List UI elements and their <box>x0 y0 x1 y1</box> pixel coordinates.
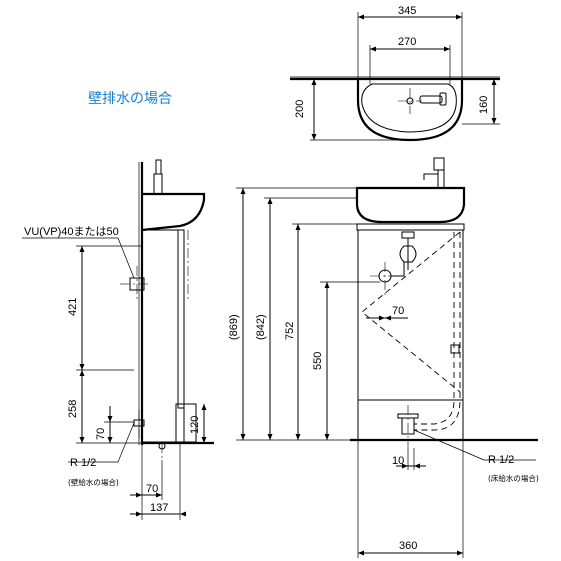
dim-160: 160 <box>478 96 490 114</box>
dim-869: (869) <box>228 314 240 340</box>
dim-842: (842) <box>255 314 267 340</box>
note-r-right-sub: (床給水の場合) <box>488 473 539 483</box>
dim-120: 120 <box>189 416 201 434</box>
note-r-left-sub: (壁給水の場合) <box>68 477 119 487</box>
dim-258: 258 <box>67 400 79 418</box>
dim-supply-10: 10 <box>392 455 404 467</box>
side-view: VU(VP)40または50 421 258 70 120 R 1/2 (壁給水の… <box>22 159 214 520</box>
dim-360: 360 <box>399 540 417 552</box>
dim-200: 200 <box>294 100 306 118</box>
page-title: 壁排水の場合 <box>88 91 172 107</box>
dim-270: 270 <box>398 36 416 48</box>
dim-side-70: 70 <box>95 428 107 440</box>
dim-345: 345 <box>398 5 416 17</box>
dim-drain-70: 70 <box>392 305 404 317</box>
front-view: 70 10 360 (869) (842) 752 <box>228 157 539 558</box>
dim-bottom-70: 70 <box>146 483 158 495</box>
note-r-left: R 1/2 <box>70 457 96 469</box>
top-plan-view: 345 270 200 160 <box>290 5 500 142</box>
dim-421: 421 <box>67 298 79 316</box>
dim-752: 752 <box>284 322 296 340</box>
note-r-right: R 1/2 <box>488 454 514 466</box>
dim-bottom-137: 137 <box>150 502 168 514</box>
note-vu-pipe: VU(VP)40または50 <box>24 225 119 238</box>
dim-550: 550 <box>312 352 324 370</box>
